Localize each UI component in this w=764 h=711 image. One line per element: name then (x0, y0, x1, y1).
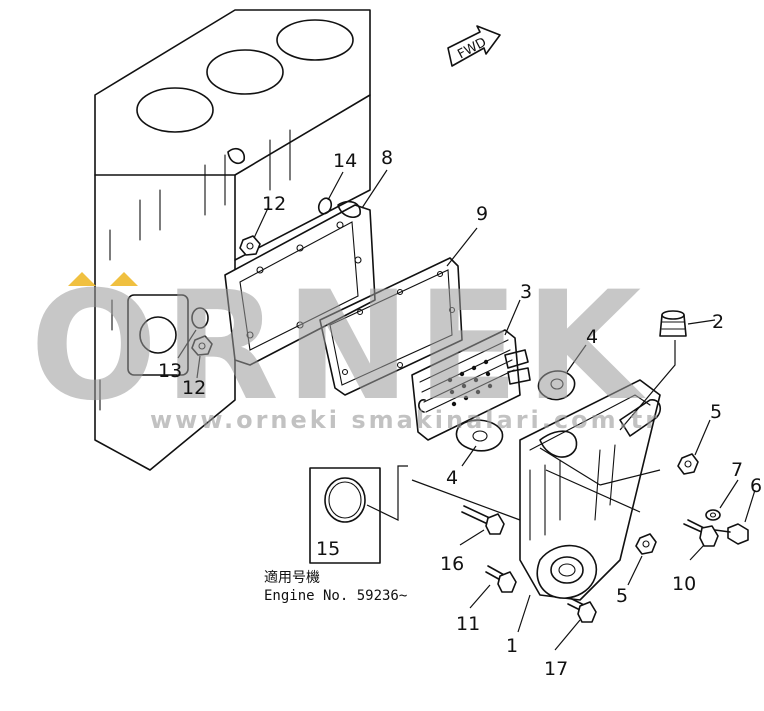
watermark-brand: ORNEK (30, 260, 647, 434)
part-3-oil-cooler-element (411, 329, 531, 441)
callout-5b: 5 (616, 585, 628, 607)
callout-labels: 1 2 3 4 4 5 5 6 7 8 9 10 11 12 12 13 14 … (158, 147, 762, 680)
part-17-bolt (567, 597, 597, 623)
part-16-bolt (461, 505, 505, 535)
callout-13: 13 (158, 360, 182, 382)
callout-5a: 5 (710, 401, 722, 423)
callout-7: 7 (731, 459, 743, 481)
part-4-gasket-upper (537, 370, 576, 401)
callout-4b: 4 (446, 467, 458, 489)
callout-12a: 12 (262, 193, 286, 215)
engine-block (94, 9, 371, 471)
fwd-label: FWD (455, 35, 489, 62)
watermark-accent-icon (110, 272, 138, 286)
note-japanese-label: 適用号機 (264, 569, 320, 586)
callout-6: 6 (750, 475, 762, 497)
part-2-cap (659, 310, 687, 337)
callout-2: 2 (712, 311, 724, 333)
watermark: ORNEK www.orneki smakinalari.com.tr (30, 260, 660, 434)
note-engine-number: Engine No. 59236~ (264, 588, 407, 604)
callout-11: 11 (456, 613, 480, 635)
part-12-nut-lower (191, 335, 213, 356)
callout-1: 1 (506, 635, 518, 657)
part-9-gasket (319, 257, 463, 396)
part-5-nut-right (677, 453, 699, 475)
callout-3: 3 (520, 281, 532, 303)
serial-applicability-note: 適用号機 Engine No. 59236~ (264, 569, 407, 604)
part-10-bolt (683, 519, 719, 547)
callout-8: 8 (381, 147, 393, 169)
part-15-detail-box (309, 465, 408, 564)
part-12-nut-upper (239, 235, 261, 256)
callout-17: 17 (544, 658, 568, 680)
part-14-o-ring (317, 197, 333, 215)
leader-lines (177, 169, 756, 651)
callout-9: 9 (476, 203, 488, 225)
fwd-direction-arrow: FWD (447, 25, 501, 67)
callout-4a: 4 (586, 326, 598, 348)
part-4-gasket-lower (455, 419, 504, 452)
watermark-url: www.orneki smakinalari.com.tr (150, 406, 660, 434)
part-11-bolt (485, 565, 517, 593)
callout-16: 16 (440, 553, 464, 575)
part-6-bolt (714, 523, 749, 545)
callout-10: 10 (672, 573, 696, 595)
part-13-o-ring (191, 307, 209, 329)
part-8-cover-frame (224, 200, 376, 366)
callout-15: 15 (316, 538, 340, 560)
callout-14: 14 (333, 150, 357, 172)
watermark-accent-icon (68, 272, 96, 286)
part-5-nut-lower (635, 533, 657, 555)
part-7-washer (705, 509, 721, 521)
callout-12b: 12 (182, 377, 206, 399)
